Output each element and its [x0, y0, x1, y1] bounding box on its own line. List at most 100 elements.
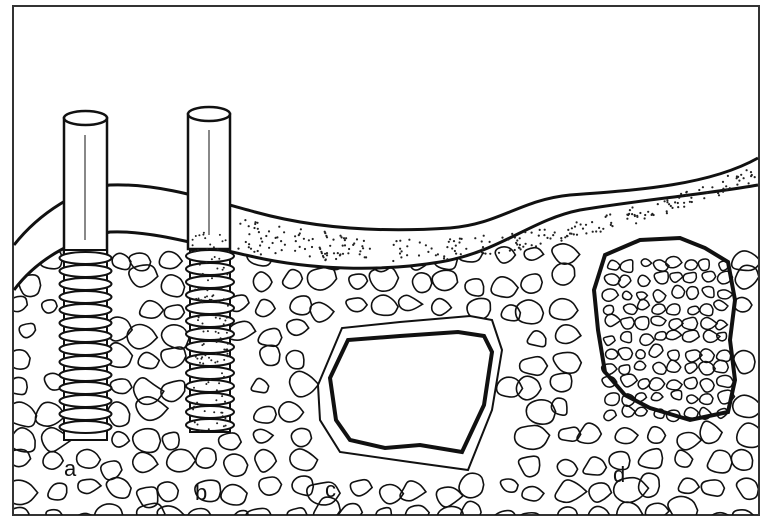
- bone-cavity: [318, 316, 502, 470]
- coating-dot: [227, 337, 229, 339]
- stipple-dot: [369, 248, 371, 250]
- stipple-dot: [729, 187, 731, 189]
- coating-dot: [218, 258, 220, 260]
- stipple-dot: [691, 201, 693, 203]
- stipple-dot: [481, 240, 483, 242]
- stipple-dot: [425, 244, 427, 246]
- label-c: c: [325, 477, 336, 502]
- stipple-dot: [689, 201, 691, 203]
- stipple-dot: [736, 184, 738, 186]
- coating-dot: [199, 264, 201, 266]
- stipple-dot: [489, 241, 491, 243]
- stipple-dot: [361, 245, 363, 247]
- coating-dot: [219, 234, 221, 236]
- stipple-dot: [519, 244, 521, 246]
- stipple-dot: [543, 234, 545, 236]
- stipple-dot: [674, 201, 676, 203]
- stipple-dot: [677, 206, 679, 208]
- coating-dot: [207, 330, 209, 332]
- coating-dot: [218, 382, 220, 384]
- stipple-dot: [393, 244, 395, 246]
- stipple-dot: [566, 235, 568, 237]
- implant-thread: [60, 278, 112, 290]
- stipple-dot: [427, 251, 429, 253]
- stipple-dot: [592, 231, 594, 233]
- stipple-dot: [298, 234, 300, 236]
- stipple-dot: [347, 252, 349, 254]
- stipple-dot: [647, 211, 649, 213]
- coating-dot: [223, 323, 225, 325]
- stipple-dot: [321, 252, 323, 254]
- coating-dot: [220, 412, 222, 414]
- stipple-dot: [326, 254, 328, 256]
- stipple-dot: [514, 249, 516, 251]
- coating-dot: [197, 249, 199, 251]
- stipple-dot: [256, 222, 258, 224]
- stipple-dot: [304, 248, 306, 250]
- stipple-dot: [722, 181, 724, 183]
- coating-dot: [192, 239, 194, 241]
- stipple-dot: [501, 237, 503, 239]
- stipple-dot: [564, 236, 566, 238]
- coating-dot: [198, 298, 200, 300]
- stipple-dot: [356, 238, 358, 240]
- coating-dot: [194, 421, 196, 423]
- stipple-dot: [323, 256, 325, 258]
- stipple-dot: [725, 185, 727, 187]
- coating-dot: [225, 239, 227, 241]
- stipple-dot: [453, 240, 455, 242]
- stipple-dot: [474, 237, 476, 239]
- coating-dot: [202, 323, 204, 325]
- stipple-dot: [609, 213, 611, 215]
- coating-dot: [194, 250, 196, 252]
- stipple-dot: [268, 230, 270, 232]
- stipple-dot: [522, 246, 524, 248]
- coating-dot: [209, 244, 211, 246]
- stipple-dot: [717, 192, 719, 194]
- coating-dot: [227, 305, 229, 307]
- stipple-dot: [268, 247, 270, 249]
- stipple-dot: [339, 235, 341, 237]
- implant-b: [186, 107, 234, 432]
- coating-dot: [208, 428, 210, 430]
- implant-thread: [186, 276, 234, 288]
- stipple-dot: [635, 222, 637, 224]
- coating-dot: [226, 317, 228, 319]
- stipple-dot: [580, 223, 582, 225]
- coating-dot: [193, 406, 195, 408]
- coating-dot: [227, 353, 229, 355]
- coating-dot: [222, 415, 224, 417]
- coating-dot: [213, 246, 215, 248]
- coating-dot: [216, 422, 218, 424]
- stipple-dot: [514, 236, 516, 238]
- stipple-dot: [666, 210, 668, 212]
- stipple-dot: [754, 176, 756, 178]
- stipple-dot: [690, 197, 692, 199]
- stipple-dot: [748, 182, 750, 184]
- stipple-dot: [703, 197, 705, 199]
- stipple-dot: [525, 243, 527, 245]
- stipple-dot: [443, 255, 445, 257]
- coating-dot: [200, 273, 202, 275]
- coating-dot: [215, 353, 217, 355]
- stipple-dot: [746, 169, 748, 171]
- stipple-dot: [342, 253, 344, 255]
- stipple-dot: [560, 240, 562, 242]
- stipple-dot: [278, 226, 280, 228]
- stipple-dot: [736, 175, 738, 177]
- implant-thread: [186, 380, 234, 392]
- stipple-dot: [546, 237, 548, 239]
- stipple-dot: [418, 254, 420, 256]
- stipple-dot: [458, 241, 460, 243]
- stipple-dot: [399, 252, 401, 254]
- stipple-dot: [498, 252, 500, 254]
- implant-thread: [186, 419, 234, 431]
- stipple-dot: [610, 224, 612, 226]
- stipple-dot: [259, 244, 261, 246]
- implant-thread: [60, 304, 112, 316]
- stipple-dot: [345, 237, 347, 239]
- coating-dot: [198, 326, 200, 328]
- implant-thread: [186, 393, 234, 405]
- stipple-dot: [248, 243, 250, 245]
